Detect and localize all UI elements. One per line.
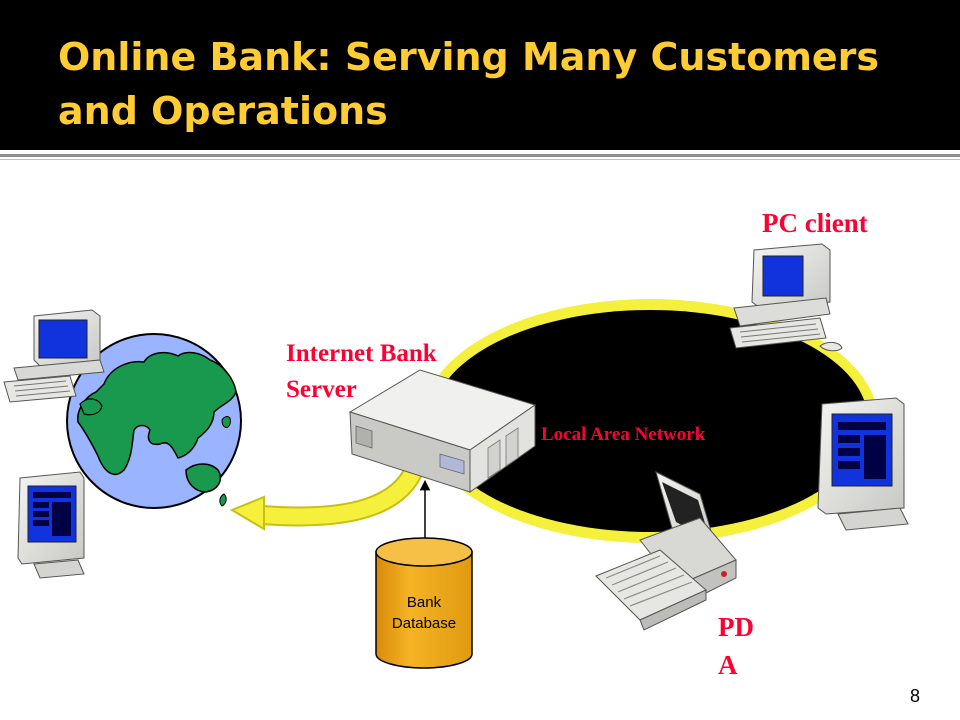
database-label-line-2: Database [391, 615, 457, 632]
database-icon [375, 537, 473, 669]
wan-link [229, 448, 428, 531]
title-divider [0, 154, 960, 157]
pc-client-label: PC client [762, 208, 868, 238]
server-label-line-2: Server [286, 376, 357, 403]
page-number: 8 [909, 686, 920, 706]
slide-title-line-1: Online Bank: Serving Many Customers [58, 35, 880, 79]
slide-title: Online Bank: Serving Many Customers and … [58, 30, 938, 138]
database-label-line-1: Bank [406, 594, 442, 611]
database-label: Bank Database [376, 592, 472, 634]
lan-label: Local Area Network [541, 424, 706, 445]
title-bar: Online Bank: Serving Many Customers and … [0, 0, 960, 150]
server-label: Internet Bank Server [286, 336, 437, 408]
terminal-icon [817, 397, 909, 531]
desktop-computer-icon [3, 309, 105, 403]
desktop-computer-icon [729, 243, 843, 352]
globe-icon [66, 333, 242, 509]
slide-title-line-2: and Operations [58, 89, 388, 133]
pda-label-line-2: A [718, 650, 738, 680]
pda-label: PD A [718, 608, 754, 684]
title-divider-thin [0, 159, 960, 160]
pda-label-line-1: PD [718, 612, 754, 642]
wan-arrow-icon [229, 495, 265, 531]
server-icon [348, 369, 537, 493]
server-label-line-1: Internet Bank [286, 340, 437, 367]
laptop-icon [595, 471, 737, 631]
lan-ring [422, 299, 878, 543]
terminal-icon [17, 471, 85, 579]
